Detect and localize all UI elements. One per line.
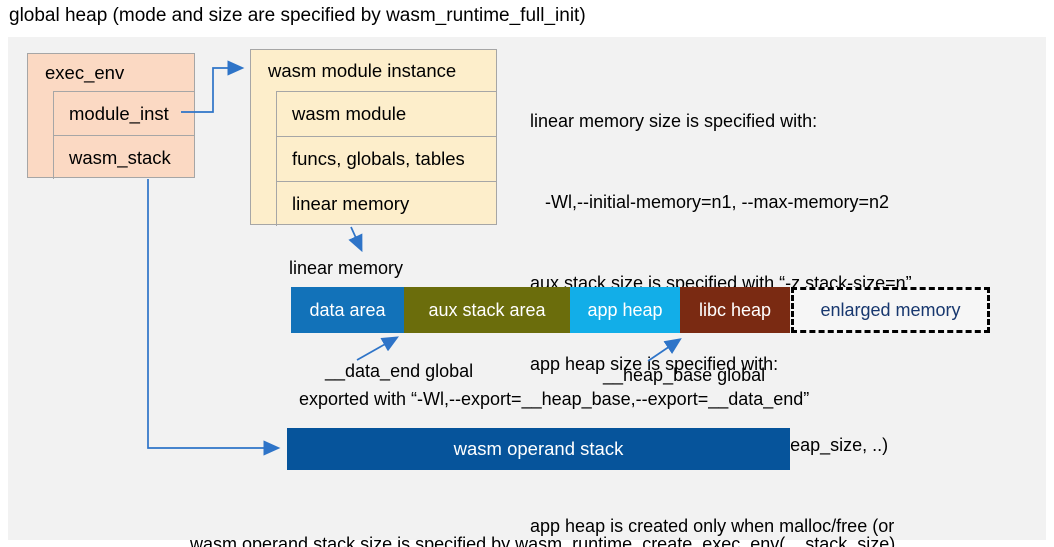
note-line: -Wl,--initial-memory=n1, --max-memory=n2: [530, 192, 890, 212]
wasm-operand-stack-bar: wasm operand stack: [287, 428, 790, 470]
exec-env-row-wasm-stack: wasm_stack: [53, 135, 194, 179]
page-title: global heap (mode and size are specified…: [9, 5, 586, 26]
module-instance-box: wasm module instance wasm module funcs, …: [250, 49, 497, 226]
memory-segment-aux-stack-area: aux stack area: [404, 287, 570, 333]
heap-base-global-label: __heap_base global: [603, 365, 766, 385]
operand-stack-notes: wasm operand stack size is specified by …: [190, 479, 1046, 547]
module-instance-row-wasm-module: wasm module: [276, 91, 496, 136]
memory-segment-enlarged-memory: enlarged memory: [791, 287, 990, 333]
module-instance-row-linear-memory: linear memory: [276, 181, 496, 226]
memory-segment-data-area: data area: [291, 287, 404, 333]
memory-segment-app-heap: app heap: [570, 287, 680, 333]
note-line: linear memory size is specified with:: [530, 111, 818, 131]
exec-env-header: exec_env: [45, 61, 125, 83]
exec-env-row-module-inst: module_inst: [53, 91, 194, 135]
module-instance-row-funcs-globals-tables: funcs, globals, tables: [276, 136, 496, 181]
note-line: wasm operand stack size is specified by …: [190, 534, 896, 547]
note-line: app heap size is specified with:: [530, 354, 779, 374]
memory-segment-libc-heap: libc heap: [680, 287, 790, 333]
exec-env-box: exec_env module_inst wasm_stack: [27, 53, 195, 179]
data-end-global-label: __data_end global: [325, 361, 474, 381]
note-line: app heap is created only when malloc/fre…: [530, 516, 895, 536]
linear-memory-label: linear memory: [289, 258, 404, 278]
export-flags-label: exported with “-Wl,--export=__heap_base,…: [299, 389, 810, 409]
module-instance-header: wasm module instance: [268, 59, 457, 81]
